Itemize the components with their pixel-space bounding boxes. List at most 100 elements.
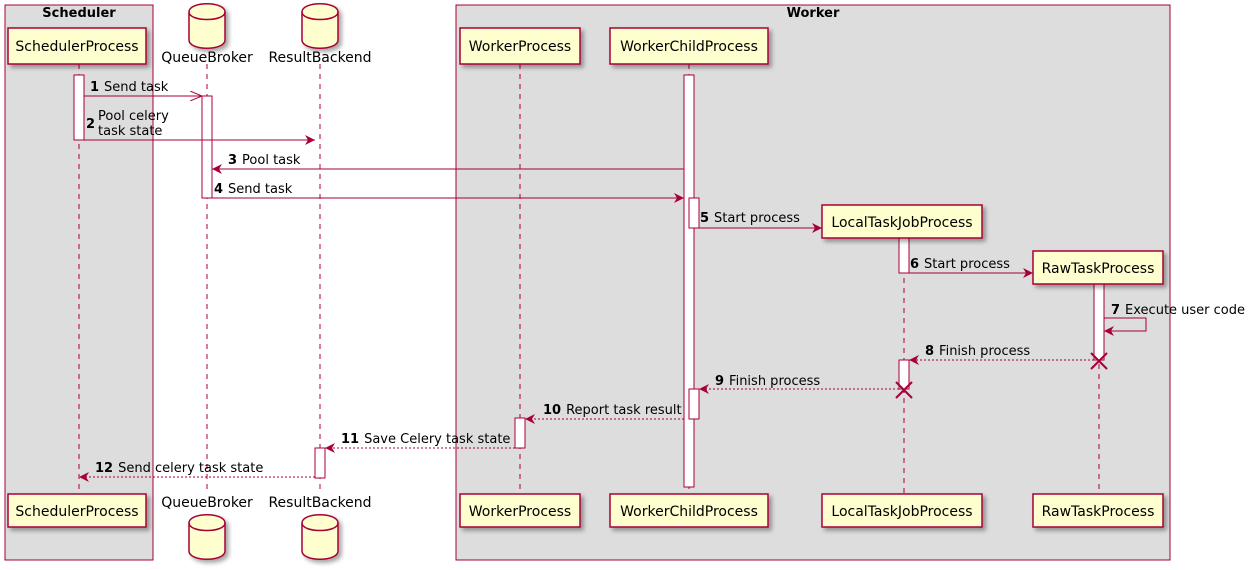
message-text: Send task xyxy=(104,80,169,95)
participant-local-task-job-process-top[interactable]: LocalTaskJobProcess xyxy=(821,204,983,239)
activation-scheduler-process xyxy=(73,74,85,141)
database-icon xyxy=(301,514,339,560)
participant-box xyxy=(609,27,769,65)
activation-worker-child-process-main xyxy=(683,74,695,488)
message-number: 12 xyxy=(95,461,113,476)
message-text: Send task xyxy=(228,182,293,197)
message-7: 7 Execute user code xyxy=(1104,303,1245,336)
database-icon-rim xyxy=(301,11,339,21)
participant-label: LocalTaskJobProcess xyxy=(831,215,972,231)
participant-scheduler-process-bottom[interactable]: SchedulerProcess xyxy=(7,493,147,528)
message-text: Report task result xyxy=(566,403,682,418)
participant-worker-child-process-bottom[interactable]: WorkerChildProcess xyxy=(609,493,769,528)
activation-queue-broker xyxy=(201,95,213,199)
message-arrow xyxy=(1104,317,1147,336)
participant-result-backend-top[interactable]: ResultBackend xyxy=(268,3,372,66)
participant-box xyxy=(609,493,769,528)
database-icon xyxy=(188,3,226,49)
message-text-line-1: Pool celery xyxy=(98,109,169,124)
activation-worker-child-process-finish xyxy=(688,388,700,420)
activation-worker-child-process-start xyxy=(688,197,700,229)
database-icon-rim xyxy=(188,522,226,532)
message-text: Finish process xyxy=(939,344,1030,359)
participant-scheduler-process-top[interactable]: SchedulerProcess xyxy=(7,27,147,65)
participants-top: SchedulerProcess QueueBroker ResultBacke… xyxy=(7,3,1164,285)
message-label: 1 Send task xyxy=(90,80,169,95)
activations xyxy=(73,74,1105,488)
participant-label: RawTaskProcess xyxy=(1042,261,1155,277)
message-text: Start process xyxy=(924,257,1010,272)
participant-label: LocalTaskJobProcess xyxy=(831,504,972,520)
participant-box xyxy=(7,27,147,65)
participant-label: ResultBackend xyxy=(268,50,371,66)
participant-label: WorkerProcess xyxy=(469,39,571,55)
message-label: 7 Execute user code xyxy=(1111,303,1245,318)
participant-box xyxy=(459,27,581,65)
participant-box xyxy=(7,493,147,528)
participant-raw-task-process-bottom[interactable]: RawTaskProcess xyxy=(1032,493,1164,528)
participant-box xyxy=(459,493,581,528)
participant-label: RawTaskProcess xyxy=(1042,504,1155,520)
participants-bottom: SchedulerProcess QueueBroker ResultBacke… xyxy=(7,493,1164,560)
activation-local-task-job-process-start xyxy=(898,237,910,274)
participant-label: QueueBroker xyxy=(161,495,253,511)
message-number: 1 xyxy=(90,80,99,95)
participant-result-backend-bottom[interactable]: ResultBackend xyxy=(268,495,372,560)
message-number: 6 xyxy=(910,257,919,272)
participant-worker-process-top[interactable]: WorkerProcess xyxy=(459,27,581,65)
message-text: Pool task xyxy=(242,153,301,168)
participant-label: WorkerChildProcess xyxy=(620,39,758,55)
box-worker-title: Worker xyxy=(787,6,840,21)
activation-local-task-job-process-finish xyxy=(898,359,910,390)
message-text: Finish process xyxy=(729,374,820,389)
message-text-line-2: task state xyxy=(98,124,162,139)
message-label: 4 Send task xyxy=(214,182,293,197)
participant-box xyxy=(1032,493,1164,528)
participant-raw-task-process-top[interactable]: RawTaskProcess xyxy=(1032,250,1164,285)
participant-queue-broker-bottom[interactable]: QueueBroker xyxy=(161,495,253,560)
database-icon xyxy=(188,514,226,560)
box-scheduler-title: Scheduler xyxy=(42,6,116,21)
message-10: 10 Report task result xyxy=(525,403,684,424)
message-4: 4 Send task xyxy=(212,182,684,203)
participant-box xyxy=(821,493,983,528)
message-number: 7 xyxy=(1111,303,1120,318)
database-icon xyxy=(301,3,339,49)
message-text: Save Celery task state xyxy=(364,432,510,447)
message-number: 9 xyxy=(715,374,724,389)
message-text: Start process xyxy=(714,211,800,226)
message-1: 1 Send task xyxy=(84,80,202,96)
message-5: 5 Start process xyxy=(699,211,822,233)
participant-label: WorkerChildProcess xyxy=(620,504,758,520)
database-icon-rim xyxy=(301,522,339,532)
message-number: 4 xyxy=(214,182,223,197)
database-icon-rim xyxy=(188,11,226,21)
activation-raw-task-process xyxy=(1093,283,1105,361)
participant-local-task-job-process-bottom[interactable]: LocalTaskJobProcess xyxy=(821,493,983,528)
message-label: 9 Finish process xyxy=(715,374,820,389)
message-text: Execute user code xyxy=(1125,303,1245,318)
destroy-icon xyxy=(895,381,913,399)
activation-worker-process xyxy=(514,417,526,449)
message-number: 2 xyxy=(86,117,95,132)
message-label: 5 Start process xyxy=(700,211,800,226)
message-6: 6 Start process xyxy=(909,257,1033,278)
participant-worker-process-bottom[interactable]: WorkerProcess xyxy=(459,493,581,528)
participant-label: WorkerProcess xyxy=(469,504,571,520)
message-2: 2 Pool celery task state xyxy=(84,109,315,145)
message-number: 5 xyxy=(700,211,709,226)
activation-result-backend xyxy=(314,447,326,479)
message-number: 10 xyxy=(543,403,561,418)
message-3: 3 Pool task xyxy=(212,153,684,174)
message-label: 10 Report task result xyxy=(543,403,682,418)
message-number: 3 xyxy=(228,153,237,168)
participant-worker-child-process-top[interactable]: WorkerChildProcess xyxy=(609,27,769,65)
message-label: 6 Start process xyxy=(910,257,1010,272)
participant-queue-broker-top[interactable]: QueueBroker xyxy=(161,3,253,66)
